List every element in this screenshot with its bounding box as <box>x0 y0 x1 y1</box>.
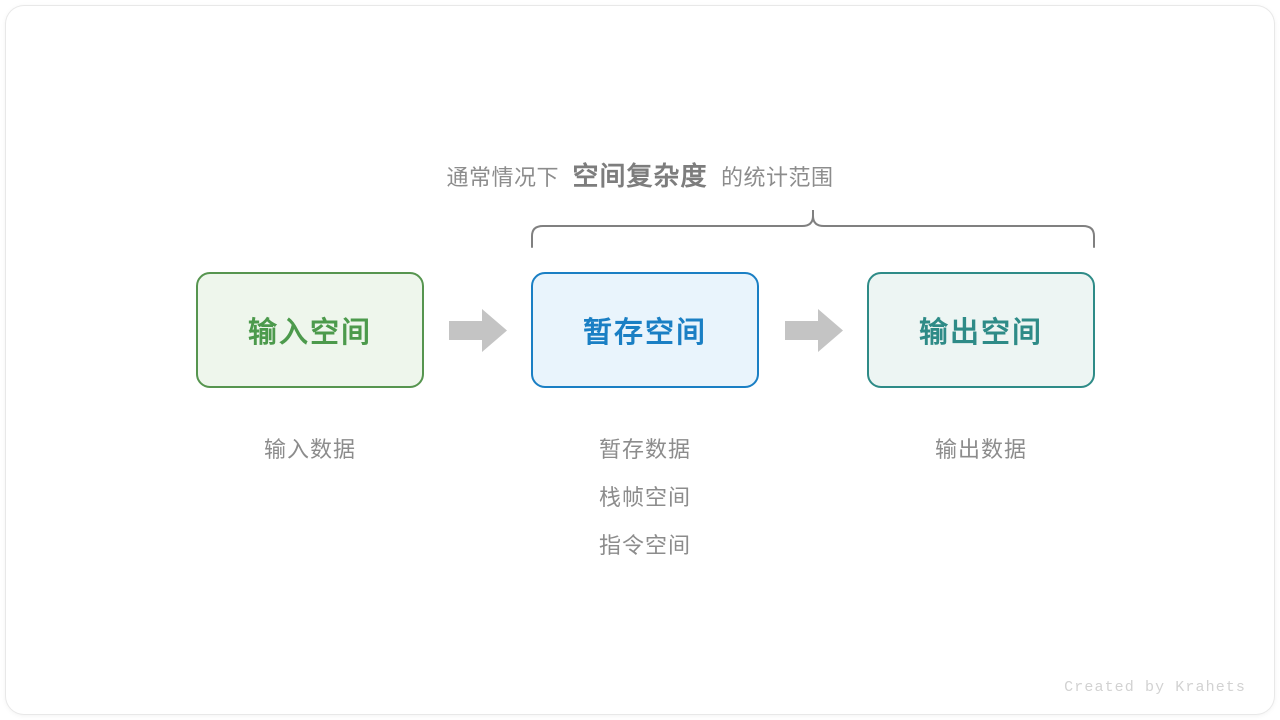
title-emphasis-text: 空间复杂度 <box>572 161 708 191</box>
caption-item: 指令空间 <box>598 533 691 558</box>
page-title: 通常情况下 空间复杂度 的统计范围 <box>6 156 1274 193</box>
flow-box-input-space-label: 输入空间 <box>247 317 372 349</box>
caption-item: 栈帧空间 <box>598 485 691 510</box>
flow-box-buffer-space[interactable]: 暂存空间 <box>531 272 759 388</box>
flow-box-input-space[interactable]: 输入空间 <box>196 272 424 388</box>
flow-box-output-space-label: 输出空间 <box>918 317 1043 349</box>
arrow-right-icon <box>785 309 843 352</box>
title-lead-text: 通常情况下 <box>446 165 560 190</box>
caption-item: 暂存数据 <box>598 437 691 462</box>
caption-column-buffer: 暂存数据 栈帧空间 指令空间 <box>531 426 759 570</box>
caption-column-output: 输出数据 <box>867 426 1095 474</box>
flow-box-buffer-space-label: 暂存空间 <box>582 317 707 349</box>
watermark-credit: Created by Krahets <box>1064 679 1246 696</box>
arrow-right-icon <box>449 309 507 352</box>
caption-column-input: 输入数据 <box>196 426 424 474</box>
flow-box-output-space[interactable]: 输出空间 <box>867 272 1095 388</box>
scope-brace-icon <box>531 210 1095 248</box>
diagram-card: 通常情况下 空间复杂度 的统计范围 输入空间 暂存空间 输出空间 输入数据 暂存… <box>6 6 1274 714</box>
title-tail-text: 的统计范围 <box>720 165 834 190</box>
caption-item: 输入数据 <box>263 437 356 462</box>
caption-item: 输出数据 <box>934 437 1027 462</box>
